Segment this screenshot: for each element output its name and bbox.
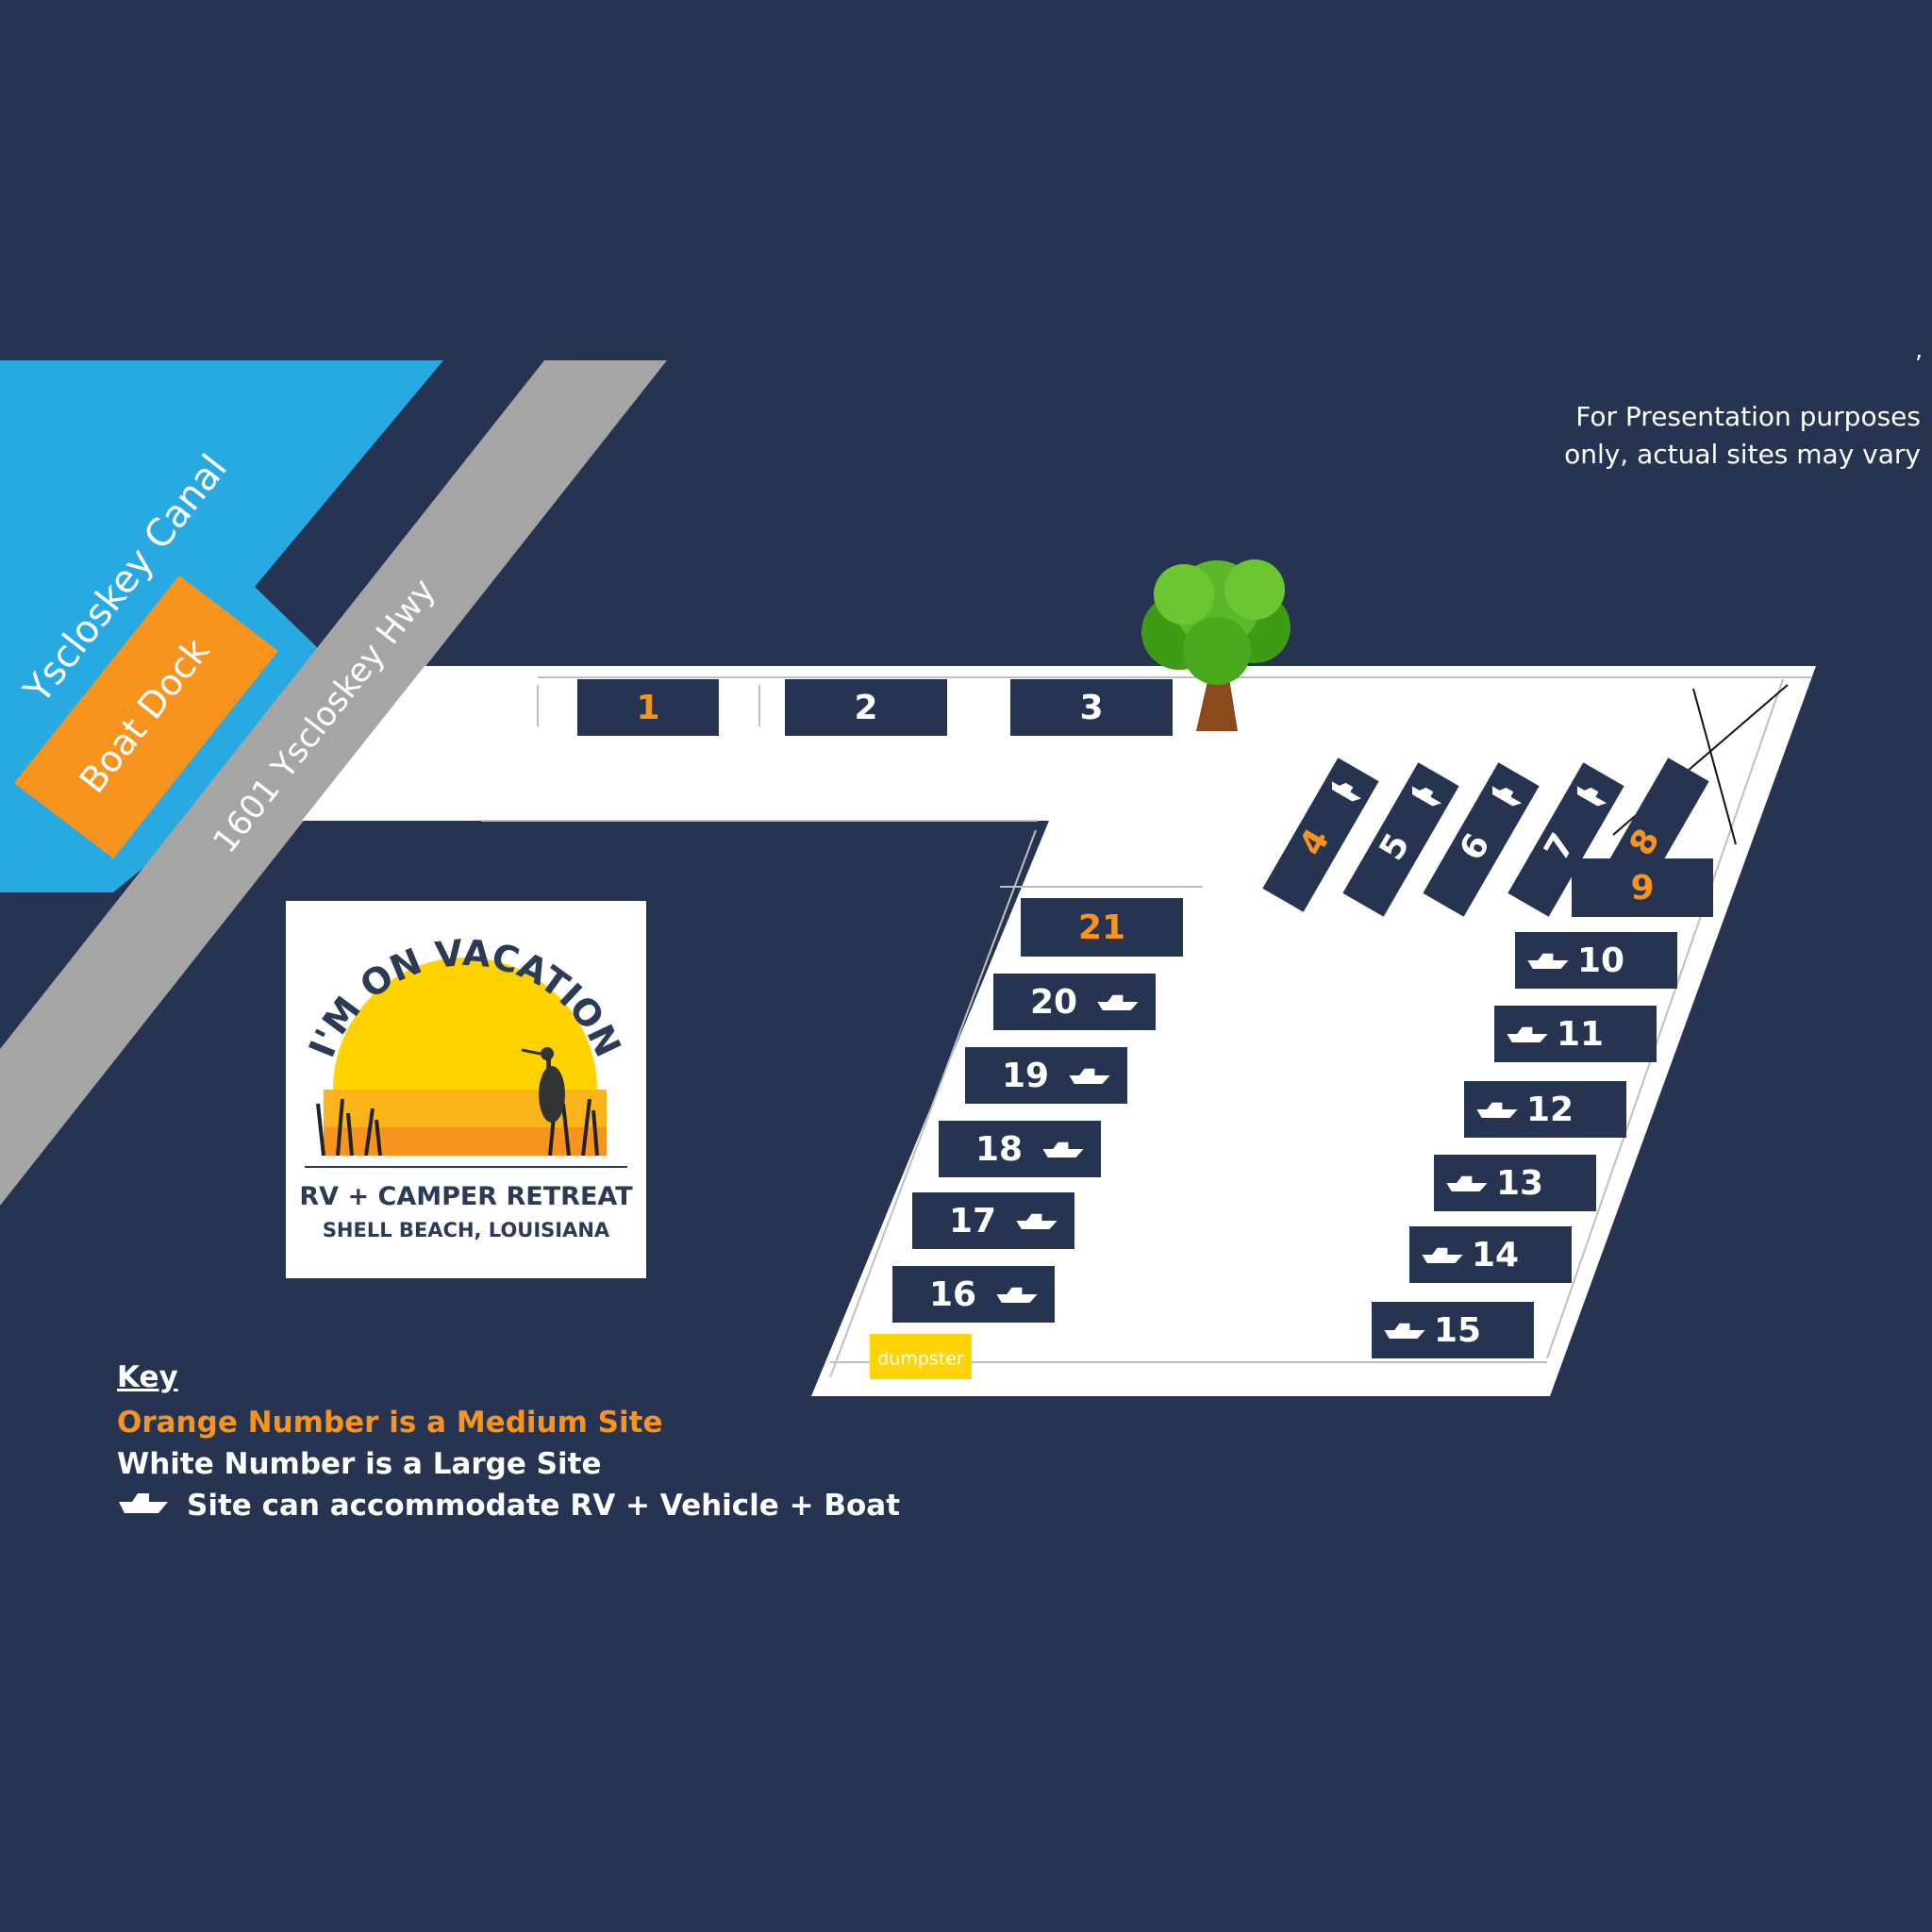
boat-icon <box>1069 1068 1110 1084</box>
site-13[interactable]: 13 <box>1434 1155 1596 1211</box>
site-6[interactable]: 6 <box>1423 762 1540 917</box>
boat-icon <box>1491 786 1523 807</box>
site-number: 18 <box>975 1130 1023 1169</box>
site-number: 21 <box>1078 908 1125 947</box>
site-pad <box>1021 898 1183 957</box>
boat-icon <box>117 1485 170 1526</box>
disclaimer-mark: ’ <box>1914 351 1923 379</box>
boat-icon <box>1097 994 1139 1010</box>
site-10[interactable]: 10 <box>1515 932 1677 989</box>
site-pad <box>577 679 719 736</box>
site-15[interactable]: 15 <box>1372 1302 1534 1358</box>
key-boat-text: Site can accommodate RV + Vehicle + Boat <box>187 1489 901 1523</box>
site-9[interactable]: 9 <box>1572 858 1713 917</box>
boat-icon <box>1422 1247 1463 1263</box>
site-number: 15 <box>1434 1311 1481 1350</box>
site-17[interactable]: 17 <box>912 1192 1074 1249</box>
boat-icon <box>1411 786 1442 807</box>
site-pad <box>785 679 947 736</box>
boat-icon <box>1527 953 1569 969</box>
boat-icon <box>1507 1026 1548 1042</box>
site-number: 12 <box>1526 1091 1574 1129</box>
key-large-site: White Number is a Large Site <box>117 1447 602 1481</box>
site-pad <box>1572 858 1713 917</box>
site-20[interactable]: 20 <box>993 974 1156 1030</box>
site-4[interactable]: 4 <box>1262 758 1379 912</box>
reeds-icon <box>316 1098 599 1157</box>
site-number: 11 <box>1557 1015 1604 1054</box>
boat-icon <box>1016 1213 1058 1229</box>
map-key: Key Orange Number is a Medium Site White… <box>117 1360 900 1526</box>
site-21[interactable]: 21 <box>1021 898 1183 957</box>
site-3[interactable]: 3 <box>1010 679 1173 736</box>
key-title: Key <box>117 1360 178 1394</box>
disclaimer-line-1: For Presentation purposes <box>1575 401 1921 432</box>
site-1[interactable]: 1 <box>577 679 719 736</box>
boat-dock <box>14 575 278 858</box>
site-number: 13 <box>1496 1164 1543 1203</box>
boat-icon <box>996 1287 1038 1303</box>
site-14[interactable]: 14 <box>1409 1226 1572 1283</box>
site-number: 16 <box>929 1275 976 1314</box>
site-number: 1 <box>636 689 659 727</box>
dumpster <box>870 1334 972 1379</box>
boat-icon <box>1331 781 1362 802</box>
logo-line-2: SHELL BEACH, LOUISIANA <box>323 1219 610 1241</box>
boat-icon <box>1042 1141 1084 1158</box>
site-number: 19 <box>1002 1057 1049 1095</box>
site-pad <box>1010 679 1173 736</box>
site-number: 9 <box>1630 869 1654 908</box>
site-2[interactable]: 2 <box>785 679 947 736</box>
boat-icon <box>1576 786 1607 807</box>
disclaimer: For Presentation purposes only, actual s… <box>1524 398 1921 474</box>
key-medium-site: Orange Number is a Medium Site <box>117 1406 663 1440</box>
site-number: 2 <box>854 689 877 727</box>
dumpster-label: dumpster <box>877 1349 964 1370</box>
site-16[interactable]: 16 <box>892 1266 1055 1323</box>
disclaimer-line-2: only, actual sites may vary <box>1564 439 1921 470</box>
site-number: 3 <box>1079 689 1103 727</box>
boat-icon <box>1446 1175 1488 1191</box>
site-number: 20 <box>1030 983 1077 1022</box>
site-number: 17 <box>949 1202 996 1241</box>
site-number: 10 <box>1577 941 1624 980</box>
heron-icon <box>521 1047 565 1123</box>
boat-icon <box>1476 1102 1518 1118</box>
campground-lot <box>302 666 1816 1396</box>
site-12[interactable]: 12 <box>1464 1081 1626 1138</box>
site-19[interactable]: 19 <box>965 1047 1127 1104</box>
site-11[interactable]: 11 <box>1494 1006 1657 1062</box>
site-18[interactable]: 18 <box>939 1121 1101 1177</box>
logo-line-1: RV + CAMPER RETREAT <box>299 1182 633 1211</box>
site-number: 14 <box>1472 1236 1519 1274</box>
campground-logo: I'M ON VACATION RV + CAMPER RETREAT SHEL… <box>286 901 646 1278</box>
boat-icon <box>1384 1323 1425 1339</box>
key-boat-row: Site can accommodate RV + Vehicle + Boat <box>117 1485 900 1526</box>
tree-icon <box>1141 559 1291 731</box>
site-5[interactable]: 5 <box>1342 762 1459 917</box>
